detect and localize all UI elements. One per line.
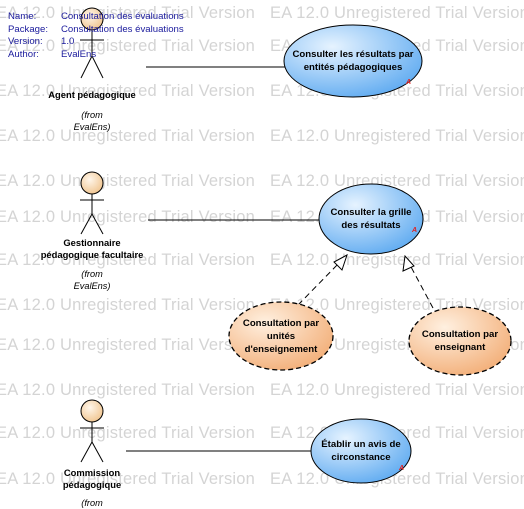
watermark-text: EA 12.0 Unregistered Trial Version: [0, 127, 256, 145]
meta-name-value: Consultation des évaluations: [61, 11, 184, 22]
watermark-text: EA 12.0 Unregistered Trial Version: [270, 4, 524, 22]
watermark-text: EA 12.0 Unregistered Trial Version: [0, 208, 256, 226]
actor-gestionnaire-name: Gestionnaire pédagogique facultaire: [22, 237, 162, 261]
actor-gestionnaire-from: (from EvalEns): [52, 268, 132, 292]
actor-commission-name-line-1: Commission: [63, 467, 121, 478]
use-case-consultation-unites-line-3: d'enseignement: [244, 343, 318, 355]
watermark-text: EA 12.0 Unregistered Trial Version: [0, 296, 256, 314]
actor-gestionnaire-name-line-2: pédagogique facultaire: [40, 249, 144, 260]
watermark-text: EA 12.0 Unregistered Trial Version: [0, 37, 256, 55]
use-case-consulter-resultats-line-1: Consulter les résultats par: [292, 49, 414, 60]
actor-agent-name: Agent pédagogique: [32, 89, 152, 101]
watermark-text: EA 12.0 Unregistered Trial Version: [0, 4, 256, 22]
actor-commission-from: (from: [52, 497, 132, 509]
abstract-marker: A: [412, 227, 418, 234]
meta-author-key: Author:: [8, 48, 39, 60]
actor-commission-name: Commission pédagogique: [32, 467, 152, 491]
use-case-consulter-grille-label[interactable]: Consulter la grille des résultats: [319, 199, 423, 239]
generalization-enseignant-to-grille[interactable]: [402, 254, 434, 309]
actor-gestionnaire-figure[interactable]: [80, 171, 104, 235]
watermark-text: EA 12.0 Unregistered Trial Version: [270, 251, 524, 269]
abstract-marker: A: [399, 465, 405, 472]
use-case-consultation-enseignant-label[interactable]: Consultation par enseignant: [409, 322, 511, 360]
meta-package-value: Consultation des évaluations: [61, 23, 184, 35]
use-case-consultation-unites-line-2: unités: [266, 330, 296, 342]
actor-agent-figure[interactable]: [80, 7, 104, 79]
watermark-text: EA 12.0 Unregistered Trial Version: [270, 127, 524, 145]
meta-name-key: Name:: [8, 11, 37, 22]
generalization-unites-to-grille[interactable]: [297, 253, 348, 306]
actor-agent-from: (from EvalEns): [52, 109, 132, 133]
actor-commission-name-line-2: pédagogique: [62, 479, 122, 490]
actor-gestionnaire-name-line-1: Gestionnaire: [63, 237, 121, 248]
use-case-consulter-grille-line-1: Consulter la grille: [330, 207, 412, 218]
actor-gestionnaire-from-line-1: (from: [81, 269, 103, 279]
use-case-consulter-resultats-line-2: entités pédagogiques: [303, 62, 403, 73]
watermark-text: EA 12.0 Unregistered Trial Version: [0, 251, 256, 269]
actor-agent-from-line-2: EvalEns): [73, 122, 111, 132]
watermark-text: EA 12.0 Unregistered Trial Version: [0, 172, 256, 190]
watermark-text: EA 12.0 Unregistered Trial Version: [0, 424, 256, 442]
use-case-etablir-avis-line-2: circonstance: [331, 452, 391, 463]
actor-gestionnaire-from-line-2: EvalEns): [73, 281, 111, 291]
watermark-text: EA 12.0 Unregistered Trial Version: [0, 82, 256, 100]
meta-author-value: EvalEns: [61, 48, 97, 60]
abstract-marker: A: [406, 79, 412, 86]
use-case-consultation-unites-ellipse[interactable]: [228, 301, 334, 371]
use-case-etablir-avis-line-1: Établir un avis de: [321, 439, 401, 450]
use-case-etablir-avis-ellipse[interactable]: [310, 418, 412, 484]
actor-agent-name-line: Agent pédagogique: [48, 89, 136, 100]
use-case-consultation-enseignant-ellipse[interactable]: [408, 306, 512, 376]
use-case-consultation-enseignant-line-1: Consultation par: [421, 329, 499, 340]
meta-version-value: 1.0: [61, 36, 75, 48]
watermark-text: EA 12.0 Unregistered Trial Version: [270, 381, 524, 399]
use-case-consulter-resultats-label[interactable]: Consulter les résultats par entités péda…: [284, 42, 422, 80]
use-case-consultation-unites-label[interactable]: Consultation par unités d'enseignement: [229, 313, 333, 359]
use-case-consultation-unites-line-1: Consultation par: [242, 317, 320, 329]
meta-package-key: Package:: [8, 23, 49, 35]
watermark-text: EA 12.0 Unregistered Trial Version: [0, 336, 256, 354]
meta-version-key: Version:: [8, 36, 43, 48]
watermark-text: EA 12.0 Unregistered Trial Version: [270, 172, 524, 190]
watermark-text: EA 12.0 Unregistered Trial Version: [0, 470, 256, 488]
use-case-consultation-enseignant-line-2: enseignant: [434, 342, 486, 353]
actor-commission-from-line-1: (from: [81, 498, 103, 508]
actor-commission-figure[interactable]: [80, 399, 104, 463]
actor-agent-from-line-1: (from: [81, 110, 103, 120]
use-case-consulter-grille-ellipse[interactable]: [318, 183, 424, 255]
use-case-consulter-resultats-ellipse[interactable]: [283, 24, 423, 98]
use-case-etablir-avis-label[interactable]: Établir un avis de circonstance: [311, 436, 411, 466]
diagram-metadata: Name: Consultation des évaluations Packag…: [8, 11, 184, 61]
watermark-text: EA 12.0 Unregistered Trial Version: [0, 381, 256, 399]
use-case-consulter-grille-line-2: des résultats: [341, 220, 401, 231]
